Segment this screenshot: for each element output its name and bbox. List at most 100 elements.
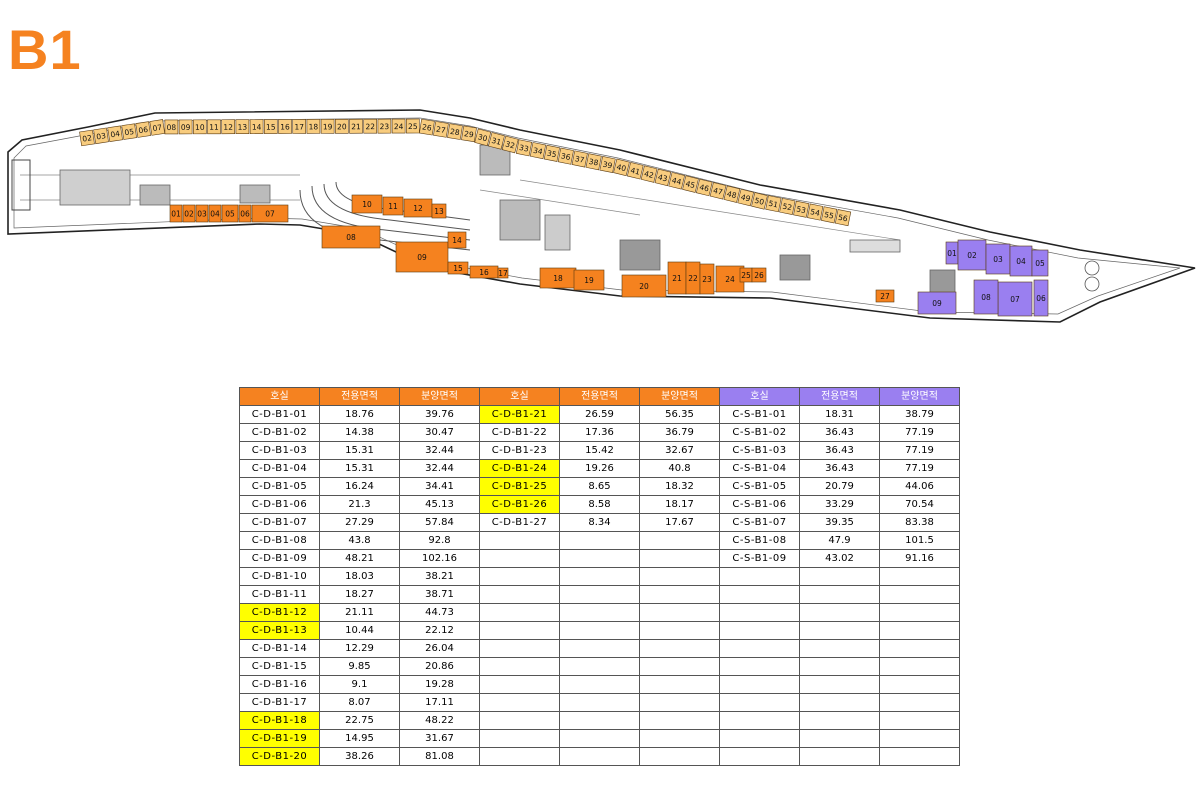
unit-label: 26	[754, 271, 764, 280]
unit-id-cell: C-D-B1-17	[239, 693, 320, 712]
unit-id-cell	[719, 567, 800, 586]
unit-label: 22	[688, 274, 698, 283]
unit-id-cell	[479, 639, 560, 658]
unit-shape	[349, 118, 363, 134]
exclusive-area-cell: 22.75	[319, 711, 400, 730]
unit-label: 14	[252, 123, 262, 132]
unit-id-cell: C-D-B1-11	[239, 585, 320, 604]
sale-area-cell	[879, 711, 960, 730]
exclusive-area-cell: 20.79	[799, 477, 880, 496]
unit-label: 36	[560, 151, 571, 162]
unit-label: 16	[479, 268, 489, 277]
exclusive-area-cell: 47.9	[799, 531, 880, 550]
unit-label: 50	[754, 196, 766, 207]
sale-area-cell	[879, 585, 960, 604]
exclusive-area-cell: 18.31	[799, 405, 880, 424]
unit-shape	[709, 182, 727, 200]
sale-area-cell	[879, 747, 960, 766]
header-unit: 호실	[239, 387, 320, 406]
unit-label: 15	[453, 264, 463, 273]
unit-shape	[192, 119, 207, 135]
unit-id-cell: C-D-B1-23	[479, 441, 560, 460]
sale-area-cell: 30.47	[399, 423, 480, 442]
sale-area-cell: 17.67	[639, 513, 720, 532]
sale-area-cell	[639, 531, 720, 550]
unit-shape	[985, 243, 1011, 275]
sale-area-cell: 38.71	[399, 585, 480, 604]
sale-area-cell: 39.76	[399, 405, 480, 424]
exclusive-area-cell	[559, 585, 640, 604]
sale-area-cell: 92.8	[399, 531, 480, 550]
sale-area-cell: 57.84	[399, 513, 480, 532]
unit-shape	[1033, 279, 1049, 317]
unit-shape	[543, 144, 560, 162]
exclusive-area-cell	[559, 747, 640, 766]
unit-label: 13	[434, 207, 444, 216]
exclusive-area-cell: 19.26	[559, 459, 640, 478]
exclusive-area-cell	[559, 621, 640, 640]
unit-area-table: 호실 전용면적 분양면적 호실 전용면적 분양면적 호실 전용면적 분양면적 C…	[239, 387, 960, 766]
unit-shape	[715, 265, 745, 293]
unit-label: 13	[238, 123, 248, 132]
unit-label: 23	[380, 122, 390, 131]
unit-label: 35	[546, 149, 557, 160]
header-sale-area: 분양면적	[879, 387, 960, 406]
unit-label: 04	[1016, 257, 1026, 266]
unit-shape	[695, 178, 713, 197]
unit-label: 02	[184, 210, 194, 219]
unit-label: 16	[280, 122, 290, 131]
unit-id-cell: C-D-B1-22	[479, 423, 560, 442]
sale-area-cell: 32.44	[399, 441, 480, 460]
unit-label: 04	[210, 210, 220, 219]
exclusive-area-cell: 36.43	[799, 441, 880, 460]
unit-id-cell: C-D-B1-13	[239, 621, 320, 640]
unit-label: 15	[266, 123, 276, 132]
unit-shape	[306, 119, 321, 134]
unit-shape	[278, 119, 292, 134]
unit-label: 56	[837, 213, 848, 224]
exclusive-area-cell	[559, 711, 640, 730]
exclusive-area-cell: 26.59	[559, 405, 640, 424]
unit-label: 27	[880, 292, 890, 301]
unit-shape	[821, 206, 838, 224]
exclusive-area-cell: 15.31	[319, 441, 400, 460]
sale-area-cell	[639, 729, 720, 748]
sale-area-cell	[639, 567, 720, 586]
unit-shape	[208, 204, 222, 223]
unit-label: 12	[413, 204, 423, 213]
exclusive-area-cell: 18.76	[319, 405, 400, 424]
unit-shape	[626, 162, 644, 180]
sale-area-cell: 44.73	[399, 603, 480, 622]
sale-area-cell	[879, 621, 960, 640]
exclusive-area-cell	[559, 603, 640, 622]
sale-area-cell	[639, 603, 720, 622]
unit-label: 28	[449, 127, 460, 137]
unit-shape	[169, 204, 183, 223]
exclusive-area-cell: 18.03	[319, 567, 400, 586]
header-sale-area: 분양면적	[639, 387, 720, 406]
unit-label: 51	[768, 199, 779, 210]
unit-label: 42	[643, 169, 655, 180]
unit-shape	[571, 150, 588, 168]
unit-label: 19	[323, 122, 333, 131]
sale-area-cell: 18.32	[639, 477, 720, 496]
unit-id-cell: C-S-B1-01	[719, 405, 800, 424]
sale-area-cell: 19.28	[399, 675, 480, 694]
unit-shape	[654, 168, 672, 187]
header-unit: 호실	[719, 387, 800, 406]
unit-label: 01	[947, 249, 957, 258]
exclusive-area-cell	[799, 711, 880, 730]
exclusive-area-cell	[559, 549, 640, 568]
unit-id-cell: C-S-B1-09	[719, 549, 800, 568]
sale-area-cell: 40.8	[639, 459, 720, 478]
unit-label: 17	[294, 122, 304, 131]
unit-shape	[121, 123, 137, 140]
unit-id-cell: C-D-B1-19	[239, 729, 320, 748]
unit-id-cell	[719, 603, 800, 622]
